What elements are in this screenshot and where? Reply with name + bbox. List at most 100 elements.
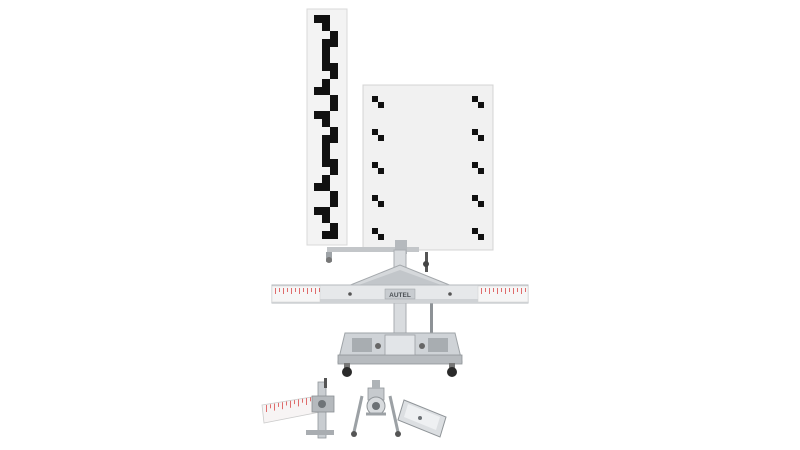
tall-pattern-square <box>314 183 322 191</box>
tall-pattern-square <box>330 135 338 143</box>
square-pattern-square <box>478 102 484 108</box>
scale-tick <box>517 288 518 292</box>
scale-tick <box>521 288 522 294</box>
tall-target-board <box>306 8 348 246</box>
tall-pattern-square <box>330 103 338 111</box>
scale-tick <box>493 288 494 292</box>
scale-tick <box>303 288 304 292</box>
tall-pattern-square <box>322 111 330 119</box>
square-pattern-square <box>378 135 384 141</box>
tall-pattern-square <box>322 207 330 215</box>
tall-pattern-square <box>322 23 330 31</box>
square-pattern-square <box>372 129 378 135</box>
square-pattern-square <box>472 96 478 102</box>
tall-pattern-square <box>322 159 330 167</box>
scale-tick <box>298 399 299 407</box>
tall-pattern-square <box>330 191 338 199</box>
scale-tick <box>505 288 506 294</box>
square-pattern-square <box>472 228 478 234</box>
trolley-wheel-right <box>447 363 457 377</box>
tall-target-pattern <box>314 15 338 239</box>
square-pattern-square <box>478 168 484 174</box>
tall-pattern-square <box>330 63 338 71</box>
tall-pattern-square <box>314 111 322 119</box>
tall-pattern-square <box>322 231 330 239</box>
scale-tick <box>319 288 320 292</box>
tall-pattern-square <box>322 215 330 223</box>
square-pattern-square <box>372 195 378 201</box>
tall-pattern-square <box>322 183 330 191</box>
tall-pattern-square <box>314 207 322 215</box>
tall-pattern-square <box>330 231 338 239</box>
scale-tick <box>307 288 308 294</box>
scale-tick <box>283 288 284 294</box>
scale-tick <box>287 288 288 292</box>
square-pattern-square <box>372 162 378 168</box>
scale-tick <box>279 288 280 292</box>
brand-plate <box>384 288 416 300</box>
tall-pattern-square <box>322 79 330 87</box>
scale-tick <box>270 404 271 409</box>
square-pattern-square <box>472 195 478 201</box>
square-pattern-square <box>478 135 484 141</box>
tall-pattern-square <box>314 15 322 23</box>
tall-pattern-square <box>322 119 330 127</box>
scale-tick <box>509 288 510 292</box>
tall-pattern-square <box>322 175 330 183</box>
scale-tick <box>291 288 292 294</box>
tall-pattern-square <box>322 15 330 23</box>
square-pattern-square <box>378 201 384 207</box>
scale-tick <box>266 405 267 412</box>
tall-pattern-square <box>330 159 338 167</box>
scale-tick <box>282 402 283 410</box>
tall-pattern-square <box>330 71 338 79</box>
scale-tick <box>295 288 296 292</box>
crossbar: AUTEL <box>271 284 529 304</box>
scale-tick <box>315 288 316 294</box>
scale-tick <box>489 288 490 294</box>
scale-tick <box>274 403 275 411</box>
square-pattern-square <box>478 201 484 207</box>
wheel-clamp-with-scale <box>261 378 335 439</box>
scale-tick <box>481 288 482 294</box>
tall-pattern-square <box>322 135 330 143</box>
tall-pattern-square <box>322 55 330 63</box>
tall-pattern-square <box>330 127 338 135</box>
tall-pattern-square <box>322 63 330 71</box>
scale-tick <box>485 288 486 292</box>
scale-tick <box>294 400 295 405</box>
tall-pattern-square <box>330 223 338 231</box>
scale-tick <box>311 288 312 292</box>
square-pattern-square <box>378 168 384 174</box>
square-pattern-square <box>472 129 478 135</box>
tall-pattern-square <box>322 151 330 159</box>
tall-pattern-square <box>330 95 338 103</box>
handheld-laser-device <box>397 399 447 438</box>
tall-pattern-square <box>330 167 338 175</box>
tall-pattern-square <box>322 87 330 95</box>
base-trolley <box>337 332 463 377</box>
square-pattern-square <box>372 96 378 102</box>
scale-tick <box>299 288 300 294</box>
crossbar-left-scale <box>275 288 320 294</box>
tall-pattern-square <box>330 199 338 207</box>
square-pattern-square <box>378 234 384 240</box>
scale-tick <box>525 288 526 292</box>
wheel-adapter <box>351 380 401 437</box>
tall-pattern-square <box>322 143 330 151</box>
scale-tick <box>290 400 291 408</box>
scale-tick <box>501 288 502 292</box>
scale-tick <box>286 401 287 406</box>
scale-tick <box>278 402 279 407</box>
scale-tick <box>275 288 276 294</box>
tall-pattern-square <box>314 87 322 95</box>
square-pattern-square <box>472 162 478 168</box>
square-pattern-square <box>478 234 484 240</box>
tall-pattern-square <box>322 47 330 55</box>
crossbar-right-scale <box>481 288 526 294</box>
square-pattern-square <box>378 102 384 108</box>
tall-pattern-square <box>330 39 338 47</box>
scale-tick <box>306 398 307 405</box>
brand-plate-text: AUTEL <box>389 292 411 299</box>
